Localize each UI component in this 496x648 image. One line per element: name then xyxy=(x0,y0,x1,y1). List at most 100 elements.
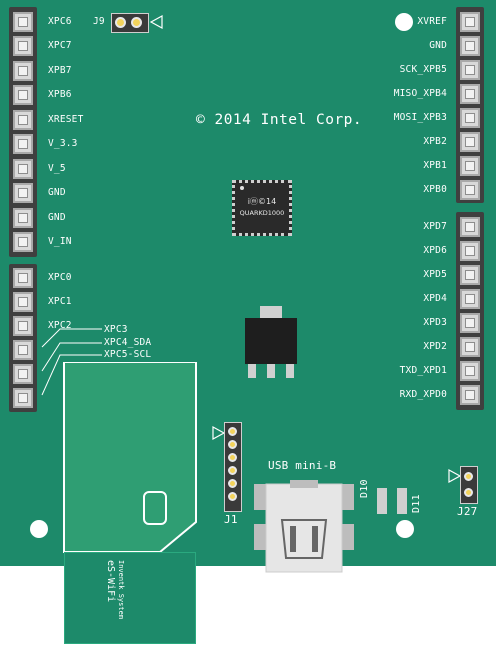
diode-d10 xyxy=(377,488,387,514)
label-vin: V_IN xyxy=(48,236,72,247)
j9-pin-1 xyxy=(115,17,126,28)
label-xpc1: XPC1 xyxy=(48,296,72,307)
j1-pin-2 xyxy=(228,440,237,449)
chip-logo-text: iⓜ©14 xyxy=(247,197,277,206)
label-gnd-right: GND xyxy=(429,40,447,51)
pin-sck-xpb5[interactable] xyxy=(460,60,480,80)
label-xpc7: XPC7 xyxy=(48,40,72,51)
pin-v5[interactable] xyxy=(13,159,33,179)
pin1-arrow-icon xyxy=(150,15,163,29)
label-mosi-xpb3: MOSI_XPB3 xyxy=(393,112,447,123)
label-txd-xpd1: TXD_XPD1 xyxy=(399,365,447,376)
label-j9: J9 xyxy=(93,16,105,27)
pin-xpc3[interactable] xyxy=(13,340,33,360)
pin-xpd7[interactable] xyxy=(460,217,480,237)
label-xpc6: XPC6 xyxy=(48,16,72,27)
chip-pin1-dot xyxy=(240,186,244,190)
label-xvref: XVREF xyxy=(417,16,447,27)
label-j1: J1 xyxy=(224,513,238,526)
wifi-antenna xyxy=(64,552,196,644)
diode-d11 xyxy=(397,488,407,514)
pin-xreset[interactable] xyxy=(13,110,33,130)
label-xpd2: XPD2 xyxy=(423,341,447,352)
j1-pin-3 xyxy=(228,453,237,462)
mounting-hole-top-right xyxy=(395,13,413,31)
label-xpc0: XPC0 xyxy=(48,272,72,283)
pin-vin[interactable] xyxy=(13,232,33,252)
pin-xpc6[interactable] xyxy=(13,12,33,32)
j1-pin-4 xyxy=(228,466,237,475)
pin-miso-xpb4[interactable] xyxy=(460,84,480,104)
copyright-text: © 2014 Intel Corp. xyxy=(196,112,363,128)
pin-xpb7[interactable] xyxy=(13,61,33,81)
pin-xpb0[interactable] xyxy=(460,180,480,200)
label-miso-xpb4: MISO_XPB4 xyxy=(393,88,447,99)
pin-gnd-2[interactable] xyxy=(13,208,33,228)
mounting-hole-bottom-right xyxy=(396,520,414,538)
pin-xpc5[interactable] xyxy=(13,388,33,408)
label-xpb6: XPB6 xyxy=(48,89,72,100)
label-xreset: XRESET xyxy=(48,114,84,125)
pin-xpd4[interactable] xyxy=(460,289,480,309)
label-xpb0: XPB0 xyxy=(423,184,447,195)
j27-arrow-icon xyxy=(448,469,462,483)
label-xpd3: XPD3 xyxy=(423,317,447,328)
leader-lines xyxy=(41,328,102,396)
chip-part-number: QUARKD1000 xyxy=(239,209,285,217)
j9-pin-2 xyxy=(131,17,142,28)
label-v5: V_5 xyxy=(48,163,66,174)
pin-gnd-1[interactable] xyxy=(13,183,33,203)
label-d10: D10 xyxy=(359,479,370,498)
label-xpc4-sda: XPC4_SDA xyxy=(104,337,152,348)
pin-xpd6[interactable] xyxy=(460,241,480,261)
pin-xpb2[interactable] xyxy=(460,132,480,152)
label-xpc3: XPC3 xyxy=(104,324,128,335)
label-d11: D11 xyxy=(411,494,422,513)
label-usb-mini-b: USB mini-B xyxy=(268,459,337,472)
j27-pin-1 xyxy=(464,472,473,481)
pin-gnd-right[interactable] xyxy=(460,36,480,56)
pin-xpc2[interactable] xyxy=(13,316,33,336)
label-xpc5-scl: XPC5-SCL xyxy=(104,349,152,360)
label-v33: V_3.3 xyxy=(48,138,78,149)
usb-mini-b-port[interactable] xyxy=(254,480,356,576)
pin-xpc4[interactable] xyxy=(13,364,33,384)
pin-xpc7[interactable] xyxy=(13,36,33,56)
voltage-regulator xyxy=(245,306,297,378)
j1-arrow-icon xyxy=(212,426,226,440)
pin-xpd3[interactable] xyxy=(460,313,480,333)
wifi-module xyxy=(63,362,197,553)
pin-xpc1[interactable] xyxy=(13,292,33,312)
quark-d1000-chip[interactable]: iⓜ©14 QUARKD1000 xyxy=(232,180,292,236)
pin-xpd2[interactable] xyxy=(460,337,480,357)
j1-pin-6 xyxy=(228,492,237,501)
pin-xpc0[interactable] xyxy=(13,268,33,288)
pin-mosi-xpb3[interactable] xyxy=(460,108,480,128)
label-xpd4: XPD4 xyxy=(423,293,447,304)
pin-xvref[interactable] xyxy=(460,12,480,32)
label-xpb7: XPB7 xyxy=(48,65,72,76)
pin-xpd5[interactable] xyxy=(460,265,480,285)
pin-v33[interactable] xyxy=(13,134,33,154)
label-rxd-xpd0: RXD_XPD0 xyxy=(399,389,447,400)
pcb-board: XPC6 XPC7 XPB7 XPB6 XRESET V_3.3 V_5 GND… xyxy=(0,0,496,573)
label-xpd5: XPD5 xyxy=(423,269,447,280)
pin-xpb1[interactable] xyxy=(460,156,480,176)
pin-txd-xpd1[interactable] xyxy=(460,361,480,381)
label-xpb2: XPB2 xyxy=(423,136,447,147)
label-gnd-2: GND xyxy=(48,212,66,223)
pin-xpb6[interactable] xyxy=(13,85,33,105)
label-gnd-1: GND xyxy=(48,187,66,198)
label-sck-xpb5: SCK_XPB5 xyxy=(399,64,447,75)
mounting-hole-bottom-left xyxy=(30,520,48,538)
left-header-bottom xyxy=(9,264,37,412)
label-xpd7: XPD7 xyxy=(423,221,447,232)
j27-pin-2 xyxy=(464,488,473,497)
label-xpc2: XPC2 xyxy=(48,320,72,331)
label-j27: J27 xyxy=(457,505,478,518)
pin-rxd-xpd0[interactable] xyxy=(460,385,480,405)
label-xpb1: XPB1 xyxy=(423,160,447,171)
label-xpd6: XPD6 xyxy=(423,245,447,256)
j1-pin-5 xyxy=(228,479,237,488)
j1-pin-1 xyxy=(228,427,237,436)
